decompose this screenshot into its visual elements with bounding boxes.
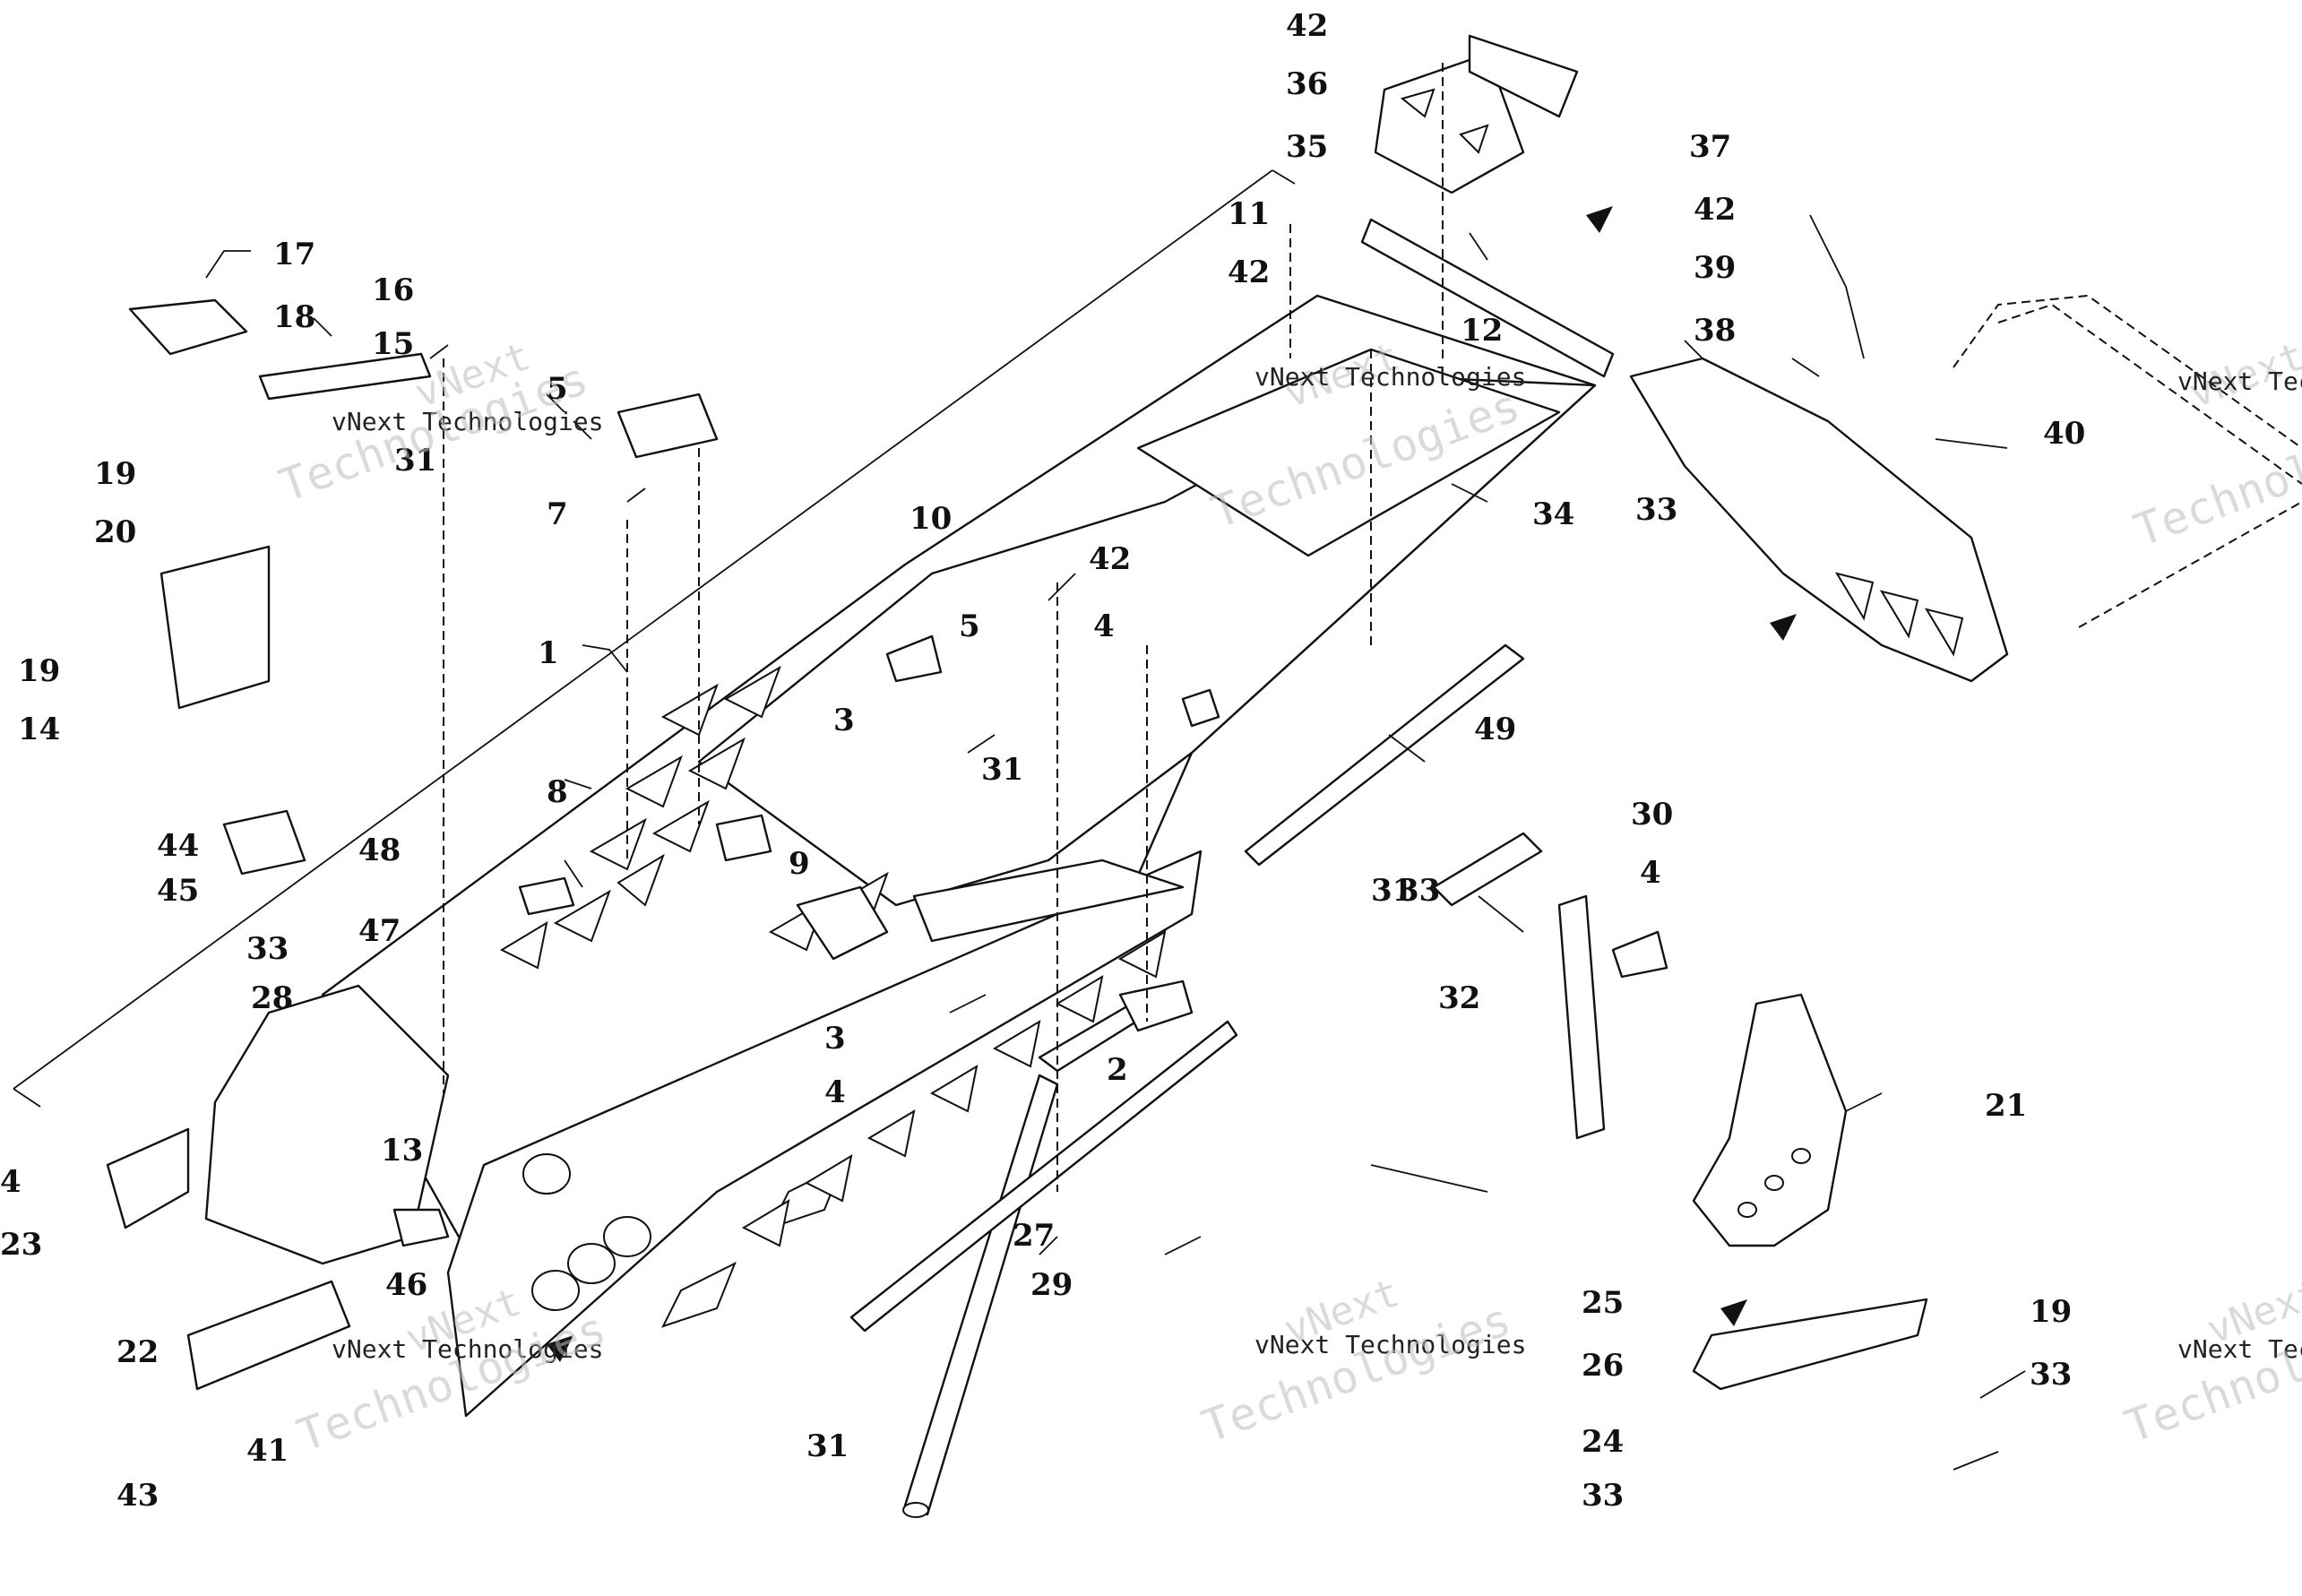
callout-29: 29 <box>1030 1267 1073 1303</box>
callout-11: 11 <box>1228 196 1270 232</box>
callout-46: 46 <box>385 1267 427 1303</box>
callout-19c: 19 <box>2030 1294 2072 1330</box>
callout-25: 25 <box>1582 1285 1624 1321</box>
callout-34: 34 <box>1532 496 1574 532</box>
side-panel <box>204 850 1203 1418</box>
watermark-line3: Technologies <box>2127 397 2302 556</box>
callout-36: 36 <box>1286 66 1328 102</box>
callout-26: 26 <box>1582 1348 1624 1384</box>
callout-4b: 4 <box>824 1074 846 1110</box>
callout-1: 1 <box>538 635 559 671</box>
watermark-line2: vNext Technologies <box>1254 362 1526 392</box>
watermark-line2: vNext Technologies <box>332 407 603 436</box>
callout-44: 44 <box>157 828 199 864</box>
snowflap-38 <box>1629 357 2009 683</box>
watermark-line2: vNext Technologies <box>2177 1334 2302 1364</box>
arrow-marker <box>1586 206 1613 233</box>
callout-19: 19 <box>94 456 136 492</box>
callout-17: 17 <box>273 237 315 272</box>
callout-23: 23 <box>0 1227 42 1263</box>
bar-27 <box>849 1020 1238 1333</box>
callout-31d: 31 <box>806 1428 849 1464</box>
dashed-outline-right <box>1953 294 2302 628</box>
callout-27: 27 <box>1013 1218 1055 1254</box>
watermark-line2: vNext Technologies <box>332 1334 603 1364</box>
callout-33e: 33 <box>1398 873 1440 909</box>
callout-28: 28 <box>251 980 293 1016</box>
arrow-marker <box>547 1335 573 1362</box>
callout-30: 30 <box>1631 797 1673 833</box>
watermark-line2: vNext Technologies <box>2177 367 2302 396</box>
callout-47: 47 <box>358 913 401 949</box>
callout-15: 15 <box>372 326 414 362</box>
callout-35: 35 <box>1286 129 1328 165</box>
callout-49: 49 <box>1474 712 1516 747</box>
leader-lines <box>205 214 2026 1471</box>
strip-2 <box>1038 979 1194 1073</box>
bracket-12 <box>1360 218 1615 378</box>
direction-arrows <box>547 206 1797 1362</box>
arrow-marker <box>1770 614 1797 641</box>
callout-20: 20 <box>94 514 136 550</box>
front-brace <box>796 858 1185 961</box>
hitch-36-37 <box>1374 34 1579 194</box>
callout-16: 16 <box>372 272 414 308</box>
callout-4: 4 <box>1093 608 1115 644</box>
watermark-top-right: vNext vNext Technologies Technologies <box>2127 333 2302 556</box>
outline-frame <box>13 169 1488 1193</box>
callout-42c: 42 <box>1089 541 1131 577</box>
callout-41: 41 <box>246 1433 289 1469</box>
callout-42: 42 <box>1286 8 1328 44</box>
callout-14: 14 <box>18 712 60 747</box>
callout-31b: 31 <box>981 752 1023 788</box>
callout-13: 13 <box>381 1133 423 1169</box>
drop-lines <box>443 63 1444 1192</box>
watermark-bottom-right: vNext vNext Technologies Technologies <box>2118 1270 2302 1453</box>
watermark-top-left: vNext vNext Technologies Technologies <box>272 333 603 512</box>
callout-7: 7 <box>547 496 568 532</box>
callout-33b: 33 <box>246 931 289 967</box>
callout-19b: 19 <box>18 653 60 689</box>
watermark-bottom-center: vNext vNext Technologies Technologies <box>1195 1270 1526 1453</box>
callout-31: 31 <box>394 443 436 479</box>
arrow-marker <box>1720 1299 1747 1326</box>
callout-39: 39 <box>1694 250 1736 286</box>
callout-38: 38 <box>1694 313 1736 349</box>
callout-33c: 33 <box>2030 1357 2072 1393</box>
callout-31c: 31 <box>1371 873 1413 909</box>
callout-10: 10 <box>910 501 952 537</box>
callout-43: 43 <box>116 1478 159 1514</box>
callout-24: 24 <box>1582 1424 1624 1460</box>
callout-18: 18 <box>273 299 315 335</box>
callout-5b: 5 <box>959 608 980 644</box>
watermark-line2: vNext Technologies <box>1254 1330 1526 1359</box>
callout-labels: 1 2 3 3 4 4 4 4 5 5 7 8 9 10 11 12 13 14… <box>0 8 2085 1514</box>
footrest-assembly <box>1692 993 1928 1391</box>
callout-22: 22 <box>116 1334 159 1370</box>
callout-21: 21 <box>1985 1088 2027 1124</box>
callout-45: 45 <box>157 873 199 909</box>
callout-40: 40 <box>2043 416 2085 452</box>
rail-49 <box>1244 643 1525 867</box>
callout-42b: 42 <box>1228 254 1270 290</box>
callout-48: 48 <box>358 833 401 868</box>
callout-5: 5 <box>547 371 568 407</box>
strap-30 <box>1557 894 1606 1140</box>
callout-33: 33 <box>1635 492 1677 528</box>
callout-2: 2 <box>1107 1052 1128 1088</box>
callout-3b: 3 <box>824 1021 846 1057</box>
callout-4d: 4 <box>0 1164 22 1200</box>
callout-33d: 33 <box>1582 1478 1624 1514</box>
callout-42d: 42 <box>1694 192 1736 228</box>
callout-4c: 4 <box>1640 855 1661 891</box>
callout-3: 3 <box>833 703 855 738</box>
callout-9: 9 <box>789 846 810 882</box>
callout-37: 37 <box>1689 129 1731 165</box>
callout-32: 32 <box>1438 980 1480 1016</box>
callout-8: 8 <box>547 774 568 810</box>
small-parts-left <box>106 298 1668 1391</box>
callout-12: 12 <box>1461 313 1503 349</box>
